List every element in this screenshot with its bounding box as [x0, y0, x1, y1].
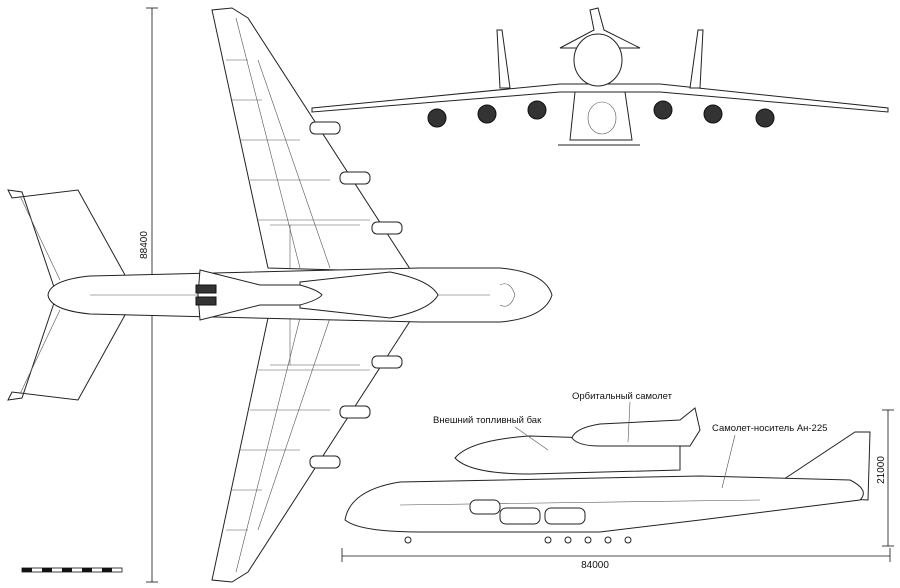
front-fuselage [569, 91, 633, 141]
front-view [311, 7, 889, 146]
external-tank-top [299, 271, 439, 319]
upper-tailplane [7, 189, 126, 291]
side-orbiter [571, 407, 701, 447]
height-dimension: 21000 [876, 409, 894, 547]
side-fuselage [344, 475, 864, 533]
engine-pods-top [309, 121, 403, 469]
orbiter-label: Орбитальный самолет [572, 391, 673, 402]
lower-tailplane [7, 299, 126, 401]
wingspan-value: 88400 [139, 231, 150, 259]
carrier-label: Самолет-носитель Ан-225 [712, 423, 827, 434]
front-orbiter [559, 7, 641, 49]
scale-bar [21, 567, 123, 573]
orbiter-top [197, 269, 323, 321]
external-tank-label: Внешний топливный бак [433, 415, 542, 426]
side-view: 84000 21000 Орбитальный самолет Внешний … [341, 391, 894, 571]
length-value: 84000 [581, 560, 609, 571]
side-landing-gear [404, 536, 632, 544]
side-engines [469, 499, 586, 525]
height-value: 21000 [876, 456, 887, 484]
length-dimension: 84000 [341, 548, 891, 571]
front-engines [427, 100, 775, 128]
top-view: 88400 [7, 7, 553, 583]
